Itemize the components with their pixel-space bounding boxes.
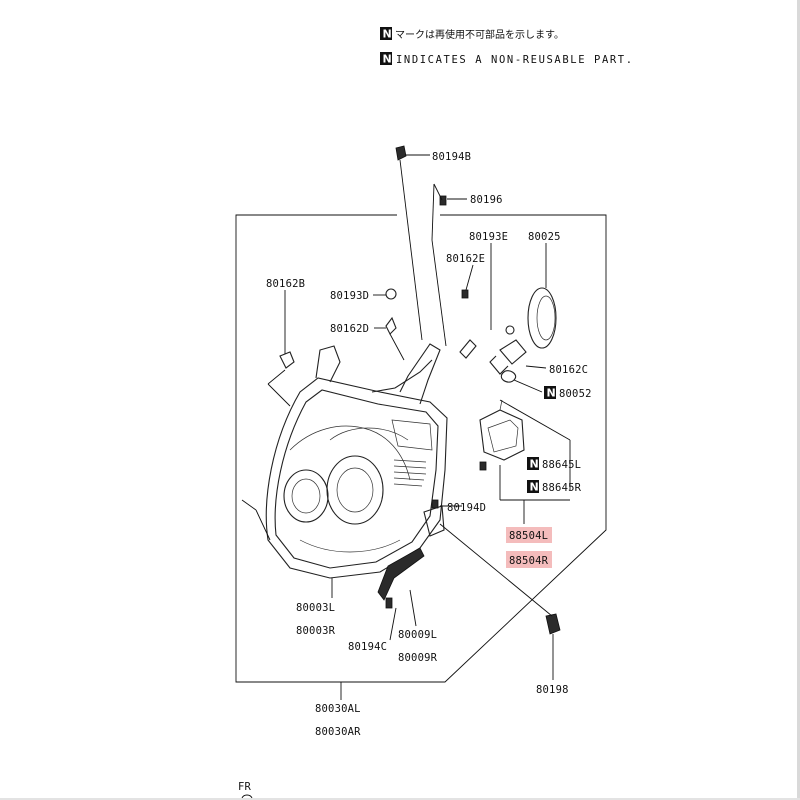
direction-label: FR <box>238 781 252 793</box>
assembly-boundary <box>235 214 607 683</box>
grommet-80193D <box>385 288 397 300</box>
label-80009R[interactable]: 80009R <box>398 652 438 664</box>
label-80030AL[interactable]: 80030AL <box>315 703 361 715</box>
label-80162D[interactable]: 80162D <box>330 323 369 335</box>
label-80025[interactable]: 80025 <box>528 231 561 243</box>
label-80193D[interactable]: 80193D <box>330 290 369 302</box>
legend-japanese-note: マークは再使用不可部品を示します。 <box>395 28 564 41</box>
label-88645L[interactable]: 88645L <box>542 459 581 471</box>
legend-english-note: INDICATES A NON-REUSABLE PART. <box>396 54 634 66</box>
label-80194C[interactable]: 80194C <box>348 641 387 653</box>
screw-80194C <box>385 597 393 609</box>
non-reusable-symbol-80052: N <box>547 387 556 400</box>
non-reusable-symbol-icon <box>544 386 556 399</box>
label-80194D[interactable]: 80194D <box>447 502 486 514</box>
highlight-88504R <box>506 551 552 568</box>
window-edge-bottom <box>0 798 800 800</box>
label-80030AR[interactable]: 80030AR <box>315 726 361 738</box>
non-reusable-symbol-icon <box>380 52 392 65</box>
label-80162C[interactable]: 80162C <box>549 364 588 376</box>
highlight-88504L <box>506 527 552 543</box>
non-reusable-symbol-88645R: N <box>530 481 539 494</box>
bolt-80198 <box>545 613 561 635</box>
label-88645R[interactable]: 88645R <box>542 482 582 494</box>
non-reusable-symbol-88645L: N <box>530 458 539 471</box>
label-88504R[interactable]: 88504R <box>509 555 549 567</box>
label-80003R[interactable]: 80003R <box>296 625 336 637</box>
label-80003L[interactable]: 80003L <box>296 602 335 614</box>
direction-arrow-icon <box>241 794 253 798</box>
label-80162E[interactable]: 80162E <box>446 253 485 265</box>
bolt-80194B <box>395 145 407 161</box>
window-edge-right <box>797 0 800 800</box>
non-reusable-symbol-icon <box>380 27 392 40</box>
legend-symbol-en: N <box>383 53 392 66</box>
headlamp-housing <box>265 377 448 579</box>
non-reusable-symbol-icon <box>527 480 539 493</box>
label-80193E[interactable]: 80193E <box>469 231 508 243</box>
part-labels: 80194B 80196 80193E 80025 80162E 80162B … <box>266 151 592 738</box>
label-80052[interactable]: 80052 <box>559 388 592 400</box>
label-80162B[interactable]: 80162B <box>266 278 305 290</box>
headlamp-assembly-drawing <box>265 145 561 635</box>
label-88504L[interactable]: 88504L <box>509 530 548 542</box>
turn-signal-stripes <box>393 459 427 487</box>
legend: N マークは再使用不可部品を示します。 N INDICATES A NON-RE… <box>380 27 634 66</box>
screw-80162B <box>279 351 295 369</box>
label-80198[interactable]: 80198 <box>536 684 569 696</box>
legend-symbol-jp: N <box>383 28 392 41</box>
label-80196[interactable]: 80196 <box>470 194 503 206</box>
non-reusable-symbol-icon <box>527 457 539 470</box>
dust-cover <box>527 287 557 349</box>
nut-80196 <box>439 195 447 206</box>
label-80009L[interactable]: 80009L <box>398 629 437 641</box>
label-80194B[interactable]: 80194B <box>432 151 471 163</box>
leader-lines <box>241 154 571 700</box>
side-reflector <box>377 547 425 601</box>
